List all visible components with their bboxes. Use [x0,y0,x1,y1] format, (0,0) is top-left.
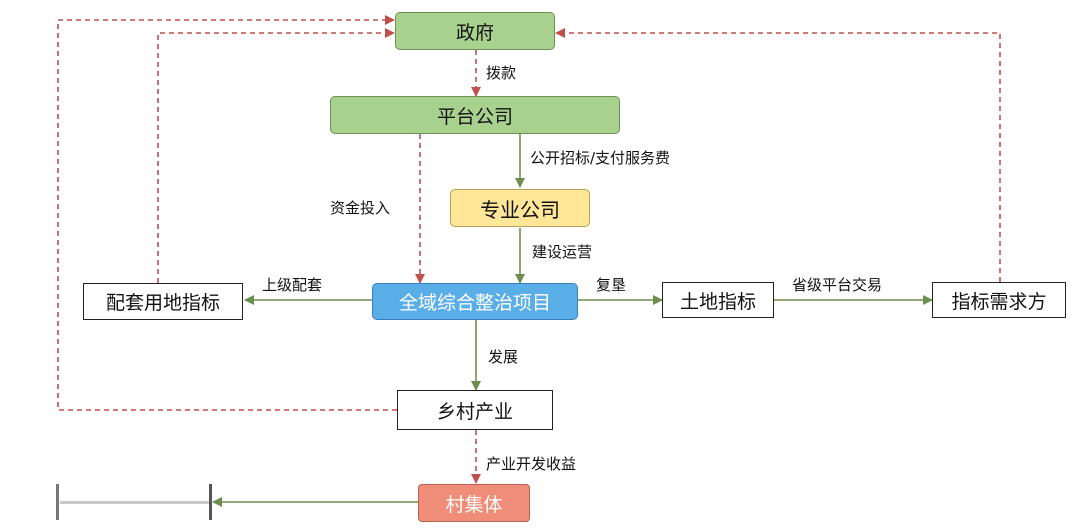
node-specialist: 专业公司 [450,189,590,227]
node-gov-label: 政府 [455,21,494,44]
node-support-land: 配套用地指标 [83,283,243,320]
label-fund-input: 资金投入 [330,199,391,217]
blur-tick-right [209,484,212,520]
label-allocate: 拨款 [486,64,517,82]
node-support-land-label: 配套用地指标 [105,292,220,314]
label-industry-revenue: 产业开发收益 [486,455,577,473]
node-gov: 政府 [395,12,555,50]
node-village-label: 村集体 [445,493,503,516]
node-project: 全域综合整治项目 [372,283,578,320]
node-land-index-label: 土地指标 [679,290,756,313]
node-platform: 平台公司 [330,96,620,134]
red-dashed-arrows [57,15,1001,484]
label-upper-support: 上级配套 [262,276,323,294]
label-reclaim: 复垦 [596,276,627,294]
arrow-industry-to-gov [57,15,397,411]
label-build-operate: 建设运营 [532,243,593,261]
node-land-index: 土地指标 [662,282,774,318]
label-tender: 公开招标/支付服务费 [530,149,671,167]
node-rural-industry: 乡村产业 [397,390,553,430]
blur-tick-left [56,484,59,520]
node-demand-label: 指标需求方 [951,290,1047,313]
label-provincial-trade: 省级平台交易 [792,276,883,294]
node-specialist-label: 专业公司 [480,197,560,222]
node-project-label: 全域综合整治项目 [398,292,551,314]
node-rural-industry-label: 乡村产业 [436,400,513,423]
label-develop: 发展 [488,348,519,366]
arrow-support-land-to-gov [157,28,395,283]
node-platform-label: 平台公司 [436,105,513,128]
blur-bar-left [60,501,210,504]
green-arrows [212,134,933,507]
node-demand: 指标需求方 [932,282,1066,318]
arrow-demand-to-gov [555,28,1001,282]
node-village: 村集体 [418,484,530,522]
